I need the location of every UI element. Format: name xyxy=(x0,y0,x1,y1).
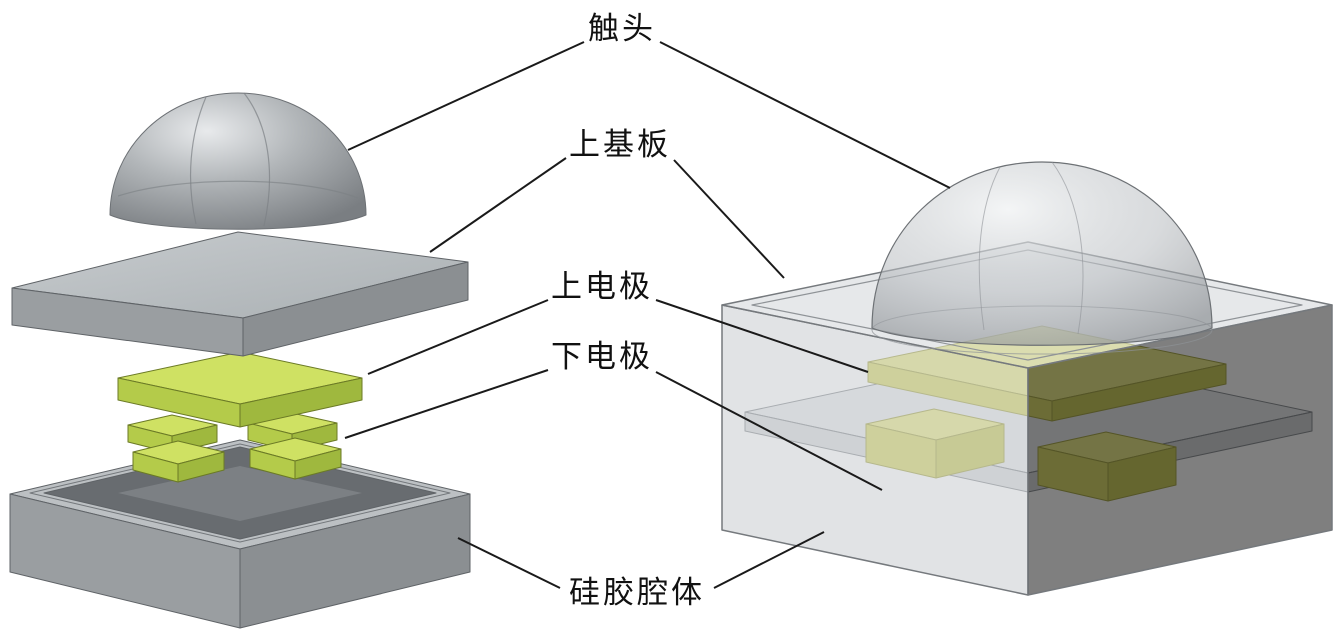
leader-upper-electrode-left xyxy=(367,299,549,375)
leader-substrate-left xyxy=(429,157,567,253)
dome-seam-3 xyxy=(117,180,359,199)
lower-electrodes-left xyxy=(127,412,342,483)
plate-side xyxy=(239,377,363,428)
upper-substrate-left xyxy=(11,231,469,357)
substrate-side xyxy=(242,261,469,357)
block-side xyxy=(294,448,342,480)
lower-electrode-block-front-right xyxy=(249,437,342,480)
leader-lines xyxy=(344,41,951,589)
dome-body xyxy=(109,92,367,230)
dome-seam-2 xyxy=(243,92,271,227)
dome-seam-1 xyxy=(189,96,207,225)
block-side xyxy=(177,451,225,483)
dome-body xyxy=(871,161,1213,346)
exploded-view xyxy=(9,92,471,629)
silicone-cavity-left xyxy=(9,439,471,629)
leader-contact-left xyxy=(347,41,585,151)
contact-dome-left xyxy=(109,92,367,230)
leader-upper-electrode-right xyxy=(655,299,869,373)
leader-contact-right xyxy=(659,41,951,189)
assembled-view xyxy=(721,161,1333,596)
leader-lower-electrode-right xyxy=(655,371,883,491)
lower-electrode-block-front-left xyxy=(132,440,225,483)
label-contact-head: 触头 xyxy=(588,11,656,47)
leader-substrate-right xyxy=(673,159,785,279)
upper-electrode-left xyxy=(117,351,363,428)
contact-dome-right xyxy=(871,161,1213,355)
dome-seam-1 xyxy=(978,166,1001,331)
label-silicone-cavity: 硅胶腔体 xyxy=(569,575,705,611)
dome-seam-2 xyxy=(1051,161,1084,335)
label-upper-substrate: 上基板 xyxy=(569,127,671,163)
label-lower-electrode: 下电极 xyxy=(551,339,653,375)
leader-cavity-left xyxy=(457,537,561,589)
leader-lower-electrode-left xyxy=(344,369,549,439)
leader-cavity-right xyxy=(713,531,825,589)
cavity-front-right-face xyxy=(239,493,471,629)
label-upper-electrode: 上电极 xyxy=(551,269,653,305)
